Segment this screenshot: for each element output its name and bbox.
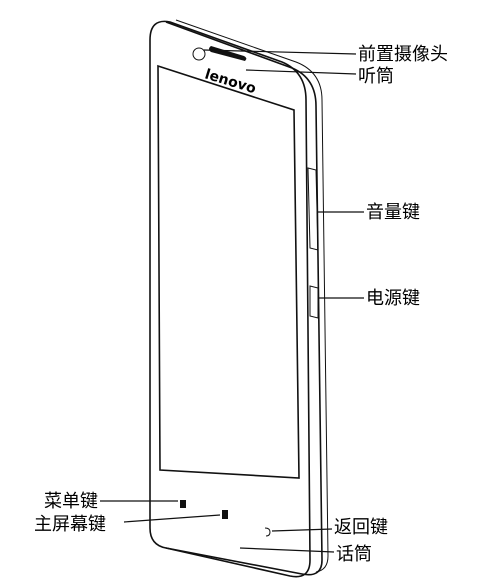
power-key [309,285,319,319]
phone-screen [157,64,300,479]
front-camera-lens [192,47,206,61]
label-volume-key: 音量键 [366,202,420,223]
leader-back-key [271,528,333,532]
label-earpiece: 听筒 [358,66,394,87]
label-power-key: 电源键 [366,288,420,309]
leader-front-camera [203,49,357,55]
back-key-icon [264,527,271,537]
phone-front-face [149,20,311,578]
label-back-key: 返回键 [334,517,388,538]
leader-earpiece [245,69,357,75]
phone-side-shell [165,21,323,576]
label-menu-key: 菜单键 [44,491,98,512]
earpiece-grille [209,46,247,61]
label-microphone: 话筒 [336,544,372,565]
volume-key [307,167,319,251]
leader-microphone [239,547,335,553]
menu-key-icon [180,500,186,508]
label-home-key: 主屏幕键 [34,514,106,535]
leader-home-key [123,514,221,523]
phone-side-edge [175,19,329,573]
label-front-camera: 前置摄像头 [358,44,448,65]
home-key-icon [222,510,228,519]
brand-logo-text: lenovo [203,67,258,98]
